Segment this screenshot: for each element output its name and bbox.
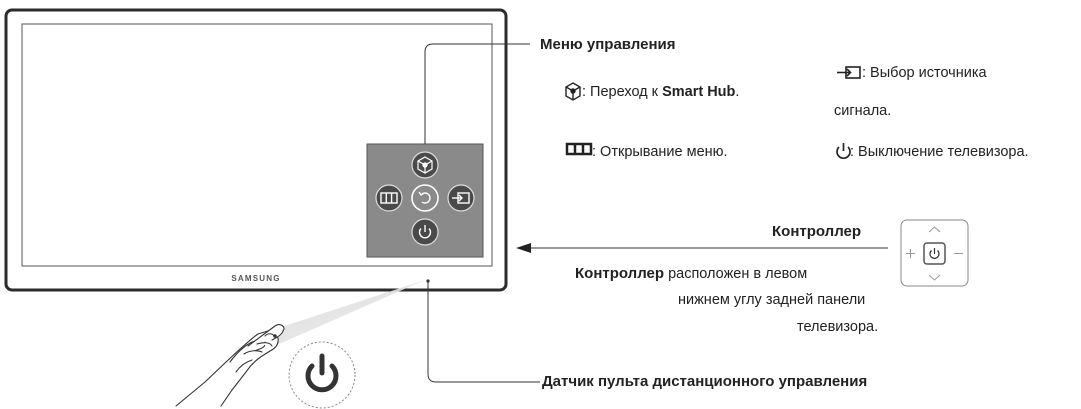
menu-icon — [380, 192, 398, 204]
controller-description-rest: расположен в левом — [664, 266, 808, 282]
menu-icon — [565, 142, 593, 156]
chevron-up-icon — [928, 226, 941, 233]
smart-hub-icon — [565, 82, 581, 101]
chevron-down-icon — [928, 274, 941, 281]
return-icon — [418, 191, 431, 204]
controller-title: Контроллер — [772, 223, 862, 240]
control-menu-panel — [366, 143, 484, 258]
power-icon — [836, 143, 851, 159]
controller-description-line2: нижнем углу задней панели — [678, 292, 866, 308]
controller-joystick[interactable] — [900, 219, 969, 287]
remote-sensor-label: Датчик пульта дистанционного управления — [542, 373, 868, 390]
control-menu-leader — [424, 43, 530, 144]
smart-hub-button[interactable] — [411, 151, 439, 179]
remote-sensor-leader — [427, 280, 540, 383]
tv-brand-logo: SAMSUNG — [231, 274, 280, 283]
controller-description-line1: Контроллер расположен в левом — [575, 263, 807, 285]
source-icon — [837, 66, 861, 79]
power-icon — [305, 353, 339, 393]
source-text-line1: : Выбор источника — [862, 65, 987, 81]
controller-description-bold: Контроллер — [575, 265, 665, 282]
smart-hub-text-prefix: : Переход к — [582, 84, 663, 100]
power-icon — [418, 225, 432, 239]
power-description: : Выключение телевизора. — [850, 144, 1029, 160]
ir-beam — [266, 280, 425, 348]
source-description-line2: сигнала. — [834, 103, 892, 119]
plus-icon — [906, 249, 915, 258]
smart-hub-icon — [417, 156, 433, 174]
tv-body: SAMSUNG — [4, 8, 508, 292]
power-icon — [929, 248, 940, 259]
menu-button[interactable] — [375, 184, 403, 212]
menu-description: : Открывание меню. — [592, 144, 728, 160]
control-menu-title: Меню управления — [540, 36, 676, 53]
source-button[interactable] — [447, 184, 475, 212]
remote-sensor-dot — [426, 279, 430, 283]
power-button[interactable] — [411, 218, 439, 246]
return-button[interactable] — [411, 184, 439, 212]
smart-hub-description: : Переход к Smart Hub. — [582, 81, 739, 103]
hand-with-remote-illustration — [175, 324, 285, 407]
remote-power-button-illustration — [288, 341, 356, 409]
source-description: : Выбор источника — [862, 62, 987, 84]
source-icon — [452, 192, 470, 204]
controller-description-line3: телевизора. — [797, 319, 879, 335]
smart-hub-text-bold: Smart Hub — [662, 84, 736, 100]
controller-arrow — [516, 243, 888, 253]
smart-hub-text-suffix: . — [735, 84, 740, 100]
